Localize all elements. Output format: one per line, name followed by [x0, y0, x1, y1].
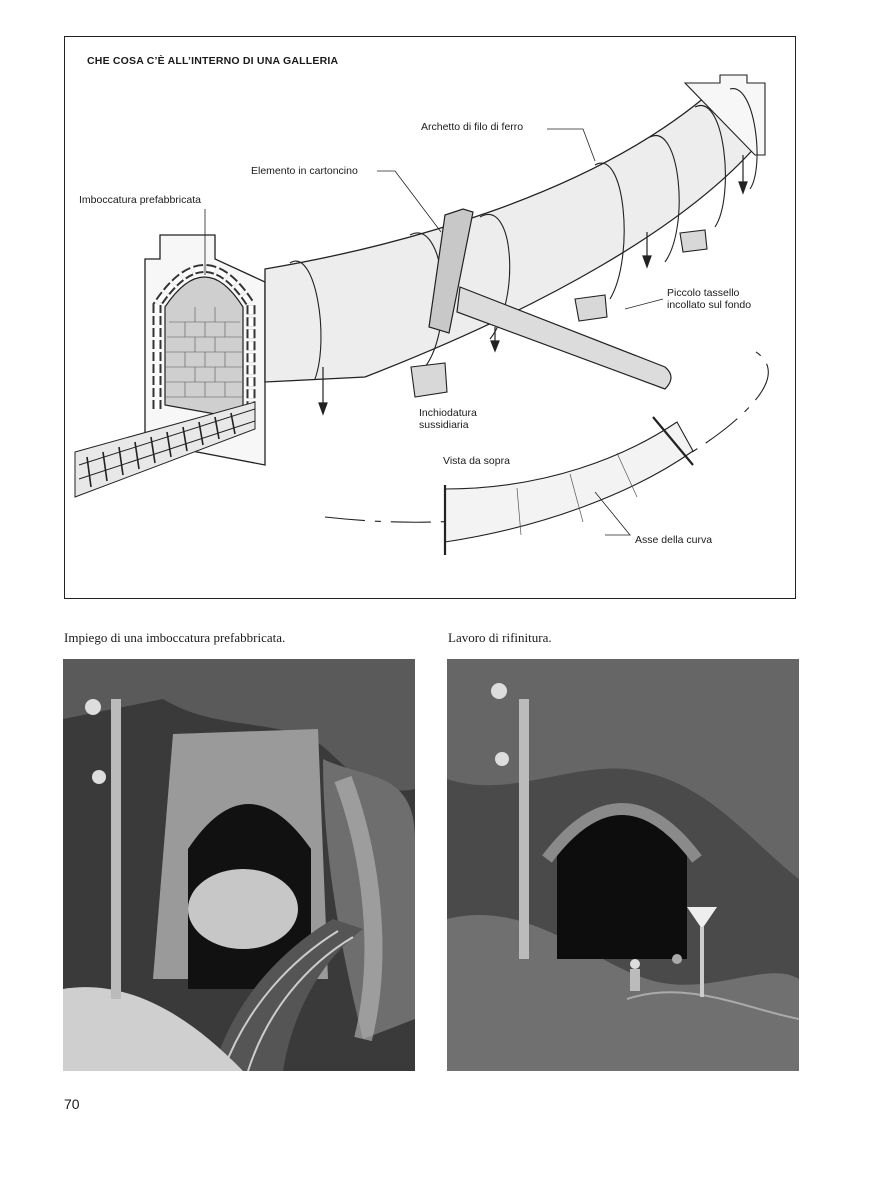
label-imboccatura: Imboccatura prefabbricata: [79, 194, 201, 206]
nail-arrows: [318, 155, 748, 416]
label-tassello-2: incollato sul fondo: [667, 299, 752, 311]
brick-pattern: [165, 307, 243, 398]
support-blocks: [410, 229, 708, 398]
tunnel-diagram-figure: CHE COSA C’È ALL’INTERNO DI UNA GALLERIA: [64, 36, 796, 599]
track: [74, 401, 256, 498]
left-photo: [63, 659, 415, 1071]
label-elemento: Elemento in cartoncino: [251, 165, 358, 177]
hammer: [428, 208, 672, 390]
tunnel-drawing: [74, 74, 769, 555]
label-inchiodatura-1: Inchiodatura: [419, 407, 477, 419]
figure-title: CHE COSA C’È ALL’INTERNO DI UNA GALLERIA: [87, 55, 339, 67]
left-photo-caption: Impiego di una imboccatura prefabbricata…: [64, 630, 286, 645]
label-vista: Vista da sopra: [443, 455, 510, 467]
right-photo-caption: Lavoro di rifinitura.: [448, 630, 552, 645]
top-view-tunnel: [444, 421, 694, 543]
label-asse: Asse della curva: [635, 534, 713, 546]
far-portal: [683, 74, 766, 156]
leader-lines: [204, 128, 664, 536]
right-photo: [447, 659, 799, 1071]
label-archetto: Archetto di filo di ferro: [421, 121, 524, 133]
label-tassello-1: Piccolo tassello: [667, 287, 740, 299]
page-number: 70: [64, 1096, 80, 1112]
label-inchiodatura-2: sussidiaria: [419, 419, 469, 431]
portal-arch: [164, 276, 244, 420]
